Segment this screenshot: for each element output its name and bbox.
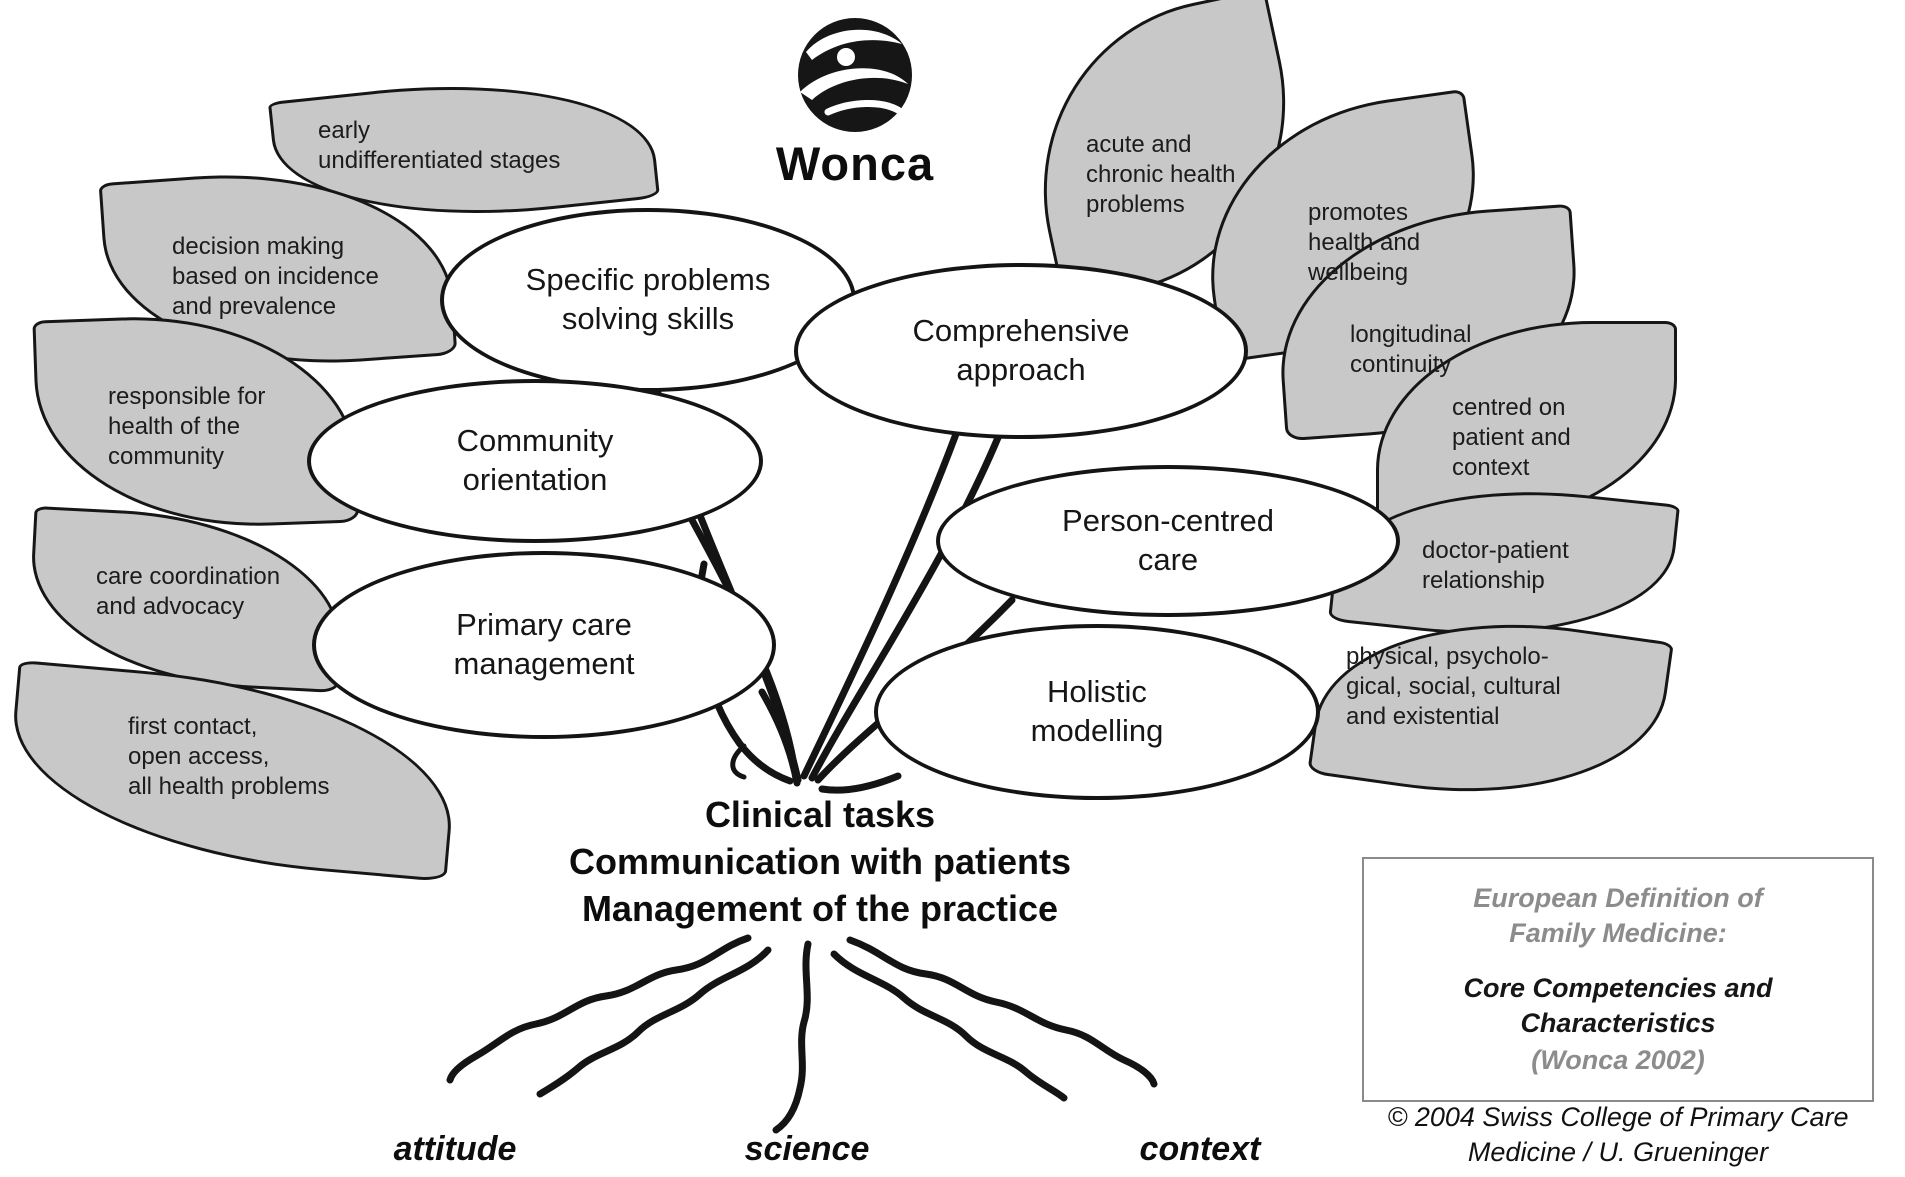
wonca-wordmark: Wonca [775, 137, 935, 190]
competency-community-orientation: Community orientation [307, 379, 763, 543]
info-box-title: Core Competencies and Characteristics [1463, 973, 1773, 1039]
leaf-label-promotes-health: promotes health and wellbeing [1308, 199, 1421, 286]
competency-person-centred-care: Person-centred care [936, 465, 1400, 617]
competency-specific-problem-solving: Specific problems solving skills [440, 208, 856, 392]
competency-label: Comprehensive approach [912, 313, 1130, 387]
competency-label: Holistic modelling [1030, 674, 1164, 748]
leaf-label-physical-psychological: physical, psycholo- gical, social, cultu… [1346, 643, 1561, 730]
info-box-heading: European Definition of Family Medicine: [1473, 883, 1763, 949]
competency-label: Primary care management [453, 607, 635, 681]
leaf-label-longitudinal-continuity: longitudinal continuity [1350, 321, 1472, 378]
leaf-label-responsible-community-health: responsible for health of the community [108, 383, 266, 470]
tree-roots [446, 934, 1158, 1134]
competency-holistic-modelling: Holistic modelling [874, 624, 1320, 800]
definition-info-box: European Definition of Family Medicine: … [1362, 857, 1874, 1103]
wonca-globe-icon [798, 18, 912, 132]
trunk-text: Clinical tasks Communication with patien… [568, 794, 1071, 929]
leaf-label-early-undifferentiated-stages: early undifferentiated stages [318, 117, 561, 174]
competency-comprehensive-approach: Comprehensive approach [794, 263, 1248, 439]
root-label-attitude: attitude [393, 1130, 517, 1168]
leaf-label-decision-making: decision making based on incidence and p… [172, 233, 379, 320]
leaf-label-care-coordination: care coordination and advocacy [96, 563, 281, 620]
info-box-edition: (Wonca 2002) [1531, 1045, 1705, 1076]
competency-primary-care-management: Primary care management [312, 551, 776, 739]
copyright-text: © 2004 Swiss College of Primary Care Med… [1387, 1102, 1849, 1168]
root-label-context: context [1139, 1130, 1261, 1168]
competency-label: Community orientation [456, 423, 614, 497]
leaf-label-first-contact: first contact, open access, all health p… [128, 713, 330, 800]
leaf-label-acute-chronic-problems: acute and chronic health problems [1086, 131, 1236, 218]
competency-label: Specific problems solving skills [525, 262, 771, 336]
competency-label: Person-centred care [1062, 503, 1274, 577]
root-label-science: science [744, 1130, 870, 1168]
leaf-label-centred-on-patient: centred on patient and context [1452, 394, 1571, 481]
leaf-label-doctor-patient-relationship: doctor-patient relationship [1422, 537, 1569, 594]
